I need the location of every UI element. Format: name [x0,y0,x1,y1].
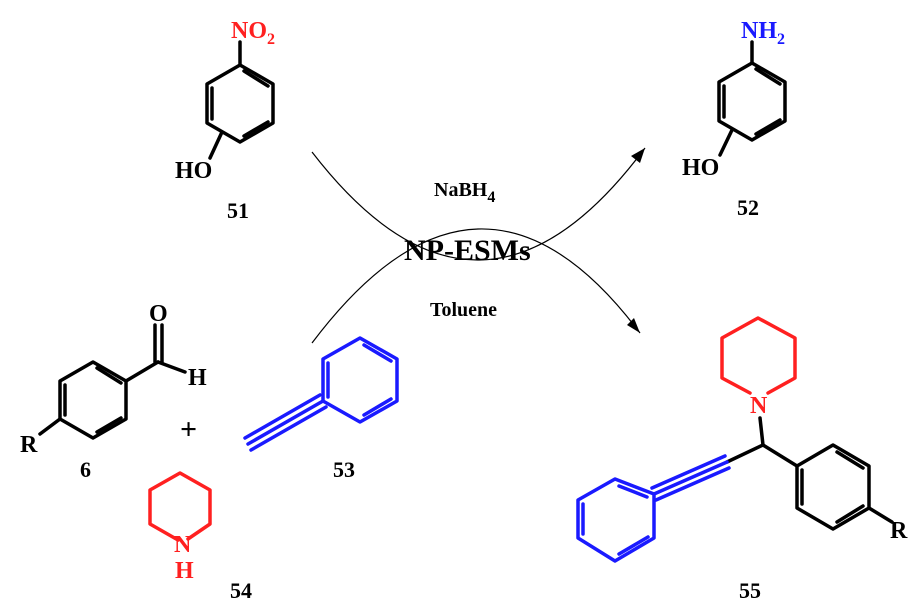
compound-53: 53 [243,336,399,482]
compound-53-ring-inner-bond [362,397,393,417]
compound-53-benzene-ring [321,336,399,424]
compound-6-number: 6 [80,457,91,482]
compound-55-triple-bond [650,454,727,490]
compound-6-oxygen-label: O [149,301,168,327]
compound-55-ch-aryl-bond [761,443,799,468]
reagent-label: NaBH4 [434,179,495,206]
reaction-arrows [311,147,646,344]
compound-6-benzene-ring [58,360,128,440]
compound-51-ring-inner-bond [242,120,270,138]
compound-52-ring-inner-bond [754,67,782,86]
compound-55-ch-alkyne-bond [725,443,765,464]
compound-53-number: 53 [333,457,355,482]
compound-51-benzene-ring [205,63,275,144]
compound-55-triple-bond [652,460,729,496]
compound-51-ring-inner-bond [242,69,270,88]
compound-54: N H 54 [148,471,252,603]
reduction-arrowhead [631,148,645,163]
compound-6-r-label: R [20,432,38,458]
compound-51-number: 51 [227,198,249,223]
compound-6: O H R 6 [20,301,207,482]
compound-52-ring-inner-bond [754,118,782,136]
compound-55-triple-bond [654,466,731,502]
compound-55-aryl-inner-bond [835,450,865,470]
solvent-label: Toluene [430,299,497,321]
compound-6-ring-inner-bond [95,366,123,385]
compound-52-amino-group: NH2 [741,18,785,48]
compound-53-triple-bond [246,399,325,446]
compound-55-number: 55 [739,578,761,603]
compound-53-triple-bond [249,405,328,452]
compound-52: NH2 HO 52 [682,18,787,220]
compound-54-piperidine-ring [148,471,212,542]
compound-55-n-ch-bond [758,416,765,447]
compound-55-r-bond [867,506,894,524]
compound-54-number: 54 [230,578,252,603]
compound-54-hydrogen-label: H [175,558,194,584]
compound-55-nitrogen-label: N [750,393,768,419]
compound-51: NO2 HO 51 [175,18,275,223]
compound-55-phenyl-inner-bond [617,484,649,499]
compound-6-ring-inner-bond [95,416,123,434]
compound-52-number: 52 [737,195,759,220]
compound-55-aryl-ring [795,443,871,531]
compound-6-hydrogen-label: H [188,365,207,391]
compound-55-phenyl-inner-bond [617,535,650,556]
compound-55: N R 55 [576,316,908,603]
compound-53-triple-bond [243,393,322,440]
compound-54-nitrogen-label: N [174,532,192,558]
compound-52-hydroxy-label: HO [682,155,719,181]
compound-53-ring-inner-bond [362,343,393,363]
plus-sign: + [180,413,197,446]
compound-55-aryl-inner-bond [835,504,865,524]
coupling-arrow [311,228,641,344]
compound-51-nitro-group: NO2 [231,18,275,48]
catalyst-label: NP-ESMs [404,234,531,267]
reduction-arrow [311,147,646,261]
compound-6-formyl-bond [124,360,160,383]
compound-6-r-bond [38,417,62,436]
compound-55-r-label: R [890,518,908,544]
coupling-arrowhead [627,318,640,333]
compound-55-phenyl-ring [576,477,656,563]
compound-52-benzene-ring [717,61,787,142]
compound-52-hydroxy-bond [718,128,734,157]
compound-51-hydroxy-bond [208,130,224,160]
compound-51-hydroxy-label: HO [175,158,212,184]
compound-55-piperidine-ring [720,316,797,395]
compound-6-formyl-h-bond [156,360,187,374]
